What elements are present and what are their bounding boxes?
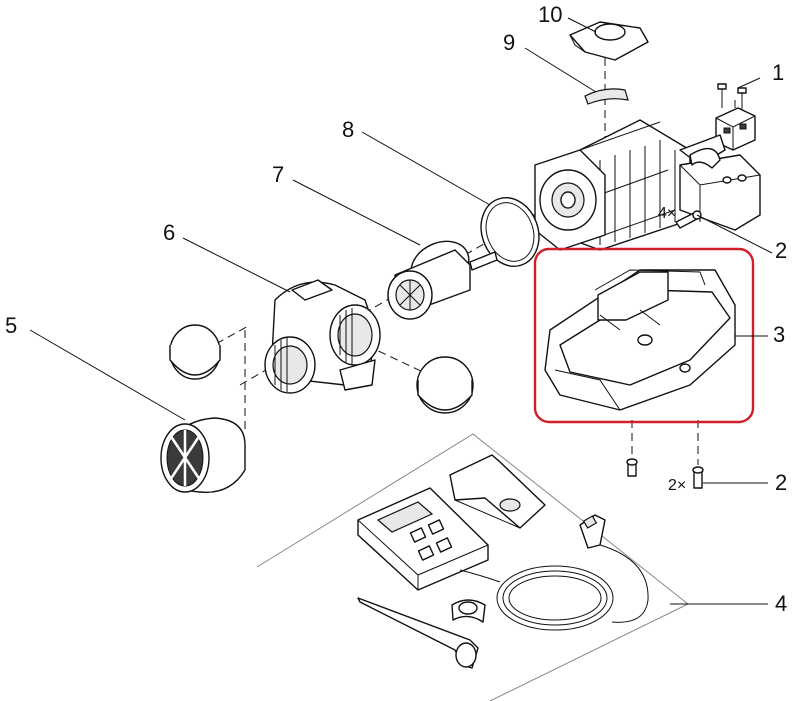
callout-labels: 10 9 1 8 7 6 5 2 3 2 4 4× 2×: [5, 2, 787, 616]
end-cap-right: [416, 356, 474, 414]
part-8-o-ring: [480, 197, 540, 267]
callout-2-top: 2: [775, 238, 787, 263]
part-4-kit-panel: [256, 433, 689, 701]
callout-6: 6: [163, 220, 175, 245]
callout-1: 1: [772, 60, 784, 85]
part-2-screw-bottom-right: [692, 466, 704, 489]
callout-3: 3: [773, 322, 785, 347]
callout-4: 4: [775, 591, 787, 616]
kit-cable-coil: [459, 544, 649, 631]
callout-10: 10: [538, 2, 562, 27]
part-3-base: [544, 269, 736, 411]
part-5-strainer: [160, 417, 246, 494]
kit-stake-clip: [451, 599, 486, 623]
kit-control-unit: [357, 487, 489, 591]
leader-lines: [29, 17, 773, 605]
assembly-axes: [204, 45, 736, 465]
motor-housing: [534, 119, 726, 251]
end-cap-left: [169, 324, 221, 380]
callout-8: 8: [342, 117, 354, 142]
part-6-pump-housing: [264, 279, 381, 394]
qty-screws-bottom: 2×: [668, 477, 686, 494]
motor-cable-box: [679, 147, 761, 231]
callout-5: 5: [5, 313, 17, 338]
callout-7: 7: [272, 162, 284, 187]
callout-9: 9: [503, 30, 515, 55]
part-7-impeller: [387, 240, 498, 320]
kit-ground-stake: [357, 597, 479, 669]
part-10-cover-clip: [569, 21, 649, 61]
part-1-screws: [717, 83, 747, 112]
kit-wall-bracket: [449, 454, 546, 529]
part-2-screw-bottom-left: [626, 458, 638, 477]
callout-2-bottom: 2: [775, 470, 787, 495]
part-9-seal-strip: [584, 88, 629, 105]
qty-screws-top: 4×: [658, 205, 676, 222]
kit-cable-plug: [579, 514, 606, 549]
